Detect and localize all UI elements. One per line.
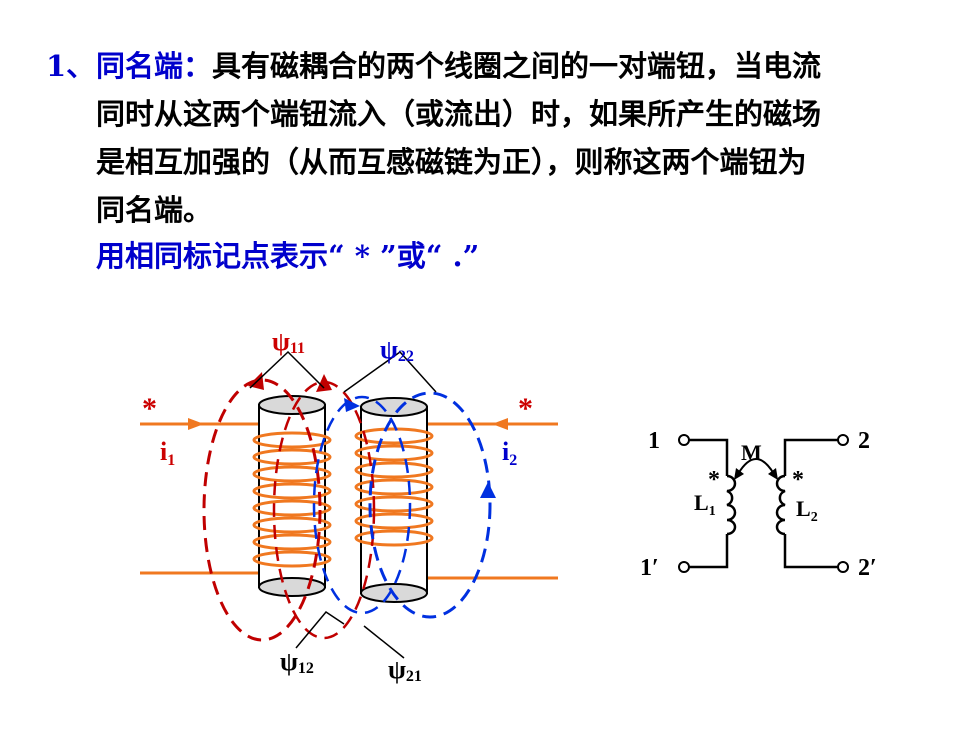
flux-arrow-blue-top [344, 398, 360, 412]
mutual-arrow-left [734, 468, 744, 480]
label-L2: L2 [796, 496, 818, 525]
terminal-2p-node [837, 561, 849, 573]
flux-loop-psi22 [368, 391, 492, 619]
flux-loop-psi12 [312, 395, 412, 615]
label-psi11: ψ11 [272, 327, 305, 357]
psi22-pointer [343, 351, 437, 393]
flux-arrow-blue-right [480, 482, 496, 498]
label-psi21: ψ21 [388, 655, 422, 685]
mutual-arc [737, 458, 775, 475]
label-i2: i2 [502, 437, 517, 469]
L2-wire-bottom [783, 534, 838, 569]
definition-line-1: 同名端：具有磁耦合的两个线圈之间的一对端钮，当电流 [96, 42, 956, 90]
terminal-2-label: 2 [858, 428, 870, 454]
definition-line-4: 同名端。 [96, 193, 213, 227]
flux-arrow-red-2 [316, 374, 332, 392]
notation-line: 用相同标记点表示“ * ”或“ .” [96, 239, 480, 273]
label-i1: i1 [160, 437, 175, 469]
psi11-pointer [249, 350, 325, 389]
term-colon: ： [183, 49, 213, 83]
label-L1: L1 [694, 490, 716, 519]
terminal-1-label: 1 [648, 428, 660, 454]
coil-right-windings [354, 427, 434, 547]
L2-wire-top [783, 438, 838, 476]
terminal-1p-node [678, 561, 690, 573]
terminal-1p-label: 1′ [640, 555, 659, 581]
flux-loop-psi21 [272, 380, 376, 640]
psi21-pointer [363, 625, 405, 659]
definition-text-1: 具有磁耦合的两个线圈之间的一对端钮，当电流 [212, 49, 822, 83]
mutual-label: M [741, 440, 762, 465]
definition-line-3: 是相互加强的（从而互感磁链为正），则称这两个端钮为 [96, 145, 807, 179]
label-psi22: ψ22 [380, 335, 414, 365]
dot-star-L1: * [708, 467, 720, 493]
item-number: 1、 [46, 49, 96, 83]
flux-loop-psi11 [202, 378, 322, 642]
psi12-pointer [295, 611, 345, 649]
mutual-arrow-right [768, 468, 778, 480]
term-same-name-terminal: 同名端 [96, 49, 184, 83]
L1-wire-top [689, 438, 729, 476]
terminal-1-node [678, 434, 690, 446]
star-right: * [518, 392, 533, 425]
definition-line-2: 同时从这两个端钮流入（或流出）时，如果所产生的磁场 [96, 97, 822, 131]
coil-left-windings [252, 431, 332, 568]
star-left: * [142, 392, 157, 425]
coil-right-core [360, 397, 428, 603]
L1-coil [726, 474, 737, 536]
dot-star-L2: * [792, 467, 804, 493]
definition-paragraph: 同名端：具有磁耦合的两个线圈之间的一对端钮，当电流 同时从这两个端钮流入（或流出… [96, 42, 956, 234]
current-arrow-left [188, 418, 204, 430]
label-psi12: ψ12 [280, 647, 314, 677]
current-arrow-right [492, 418, 508, 430]
terminal-2p-label: 2′ [858, 555, 877, 581]
terminal-2-node [837, 434, 849, 446]
L2-coil [775, 474, 786, 536]
L1-wire-bottom [689, 534, 729, 569]
